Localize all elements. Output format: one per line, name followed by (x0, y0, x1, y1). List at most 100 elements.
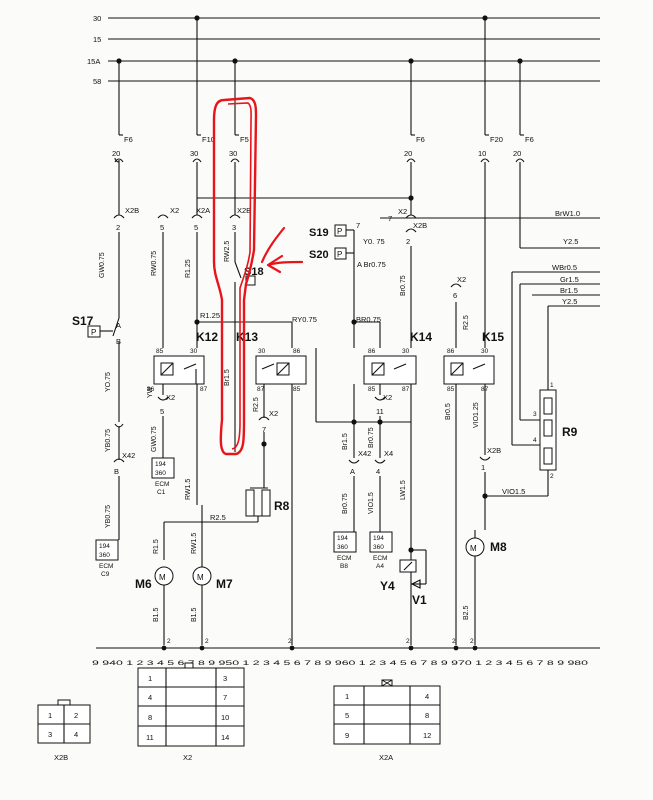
connector-pin: 4 (376, 467, 380, 476)
connector-label: X42 (122, 451, 135, 460)
rail-15-label: 15 (93, 35, 101, 44)
relay-pin: 86 (368, 348, 376, 355)
plug-pin: 9 (345, 731, 349, 740)
fuse-f6-c-rating: 20 (513, 149, 521, 158)
plug-pin: 1 (48, 711, 52, 720)
plug-x2b: 1 2 3 4 X2B (37, 699, 91, 762)
plug-pin: 10 (221, 713, 229, 722)
wire-label: GW0.75 (99, 252, 106, 278)
switch-p: P (337, 227, 342, 236)
connector-pin: 5 (194, 223, 198, 232)
wire-label: Br1.5 (342, 433, 349, 450)
wire-label: Br0.75 (342, 493, 349, 514)
wire-label: Gr1.5 (560, 275, 579, 284)
connector-label: X2 (269, 409, 278, 418)
relay-pin: 85 (368, 386, 376, 393)
plug-pin: 1 (345, 692, 349, 701)
fuse-f6-b-label: F6 (416, 135, 425, 144)
ecm-a4-box (369, 531, 393, 553)
r8-label: R8 (274, 499, 290, 513)
plug-pin: 8 (425, 711, 429, 720)
wire-label: A Br0.75 (357, 260, 386, 269)
connector-label: X2 (383, 393, 392, 402)
relay-pin: 87 (257, 386, 265, 393)
r9-label: R9 (562, 425, 578, 439)
connector-pin: 3 (232, 223, 236, 232)
fuses: F6 20 F10 30 F5 30 F6 20 F20 10 F6 20 (112, 18, 600, 348)
wire-label: RW0.75 (151, 251, 158, 276)
plug-label: X2 (183, 753, 192, 762)
plug-pin: 8 (148, 713, 152, 722)
top-branch-wires: BrW1.0 Y2.5 (197, 195, 600, 246)
ground-pin: 2 (288, 638, 292, 645)
wire-label: Y0. 75 (363, 237, 385, 246)
k13-label: K13 (236, 330, 258, 344)
ground-pin: 2 (470, 638, 474, 645)
annotation-loop (212, 96, 258, 456)
connector-pin: 6 (453, 291, 457, 300)
ecm-b8-top: 194 (337, 535, 348, 542)
relay-pin: 86 (447, 348, 455, 355)
k14-label: K14 (410, 330, 432, 344)
plug-pin: 3 (48, 730, 52, 739)
relay-pin: 86 (147, 386, 155, 393)
plug-pin: 14 (221, 733, 229, 742)
r9-wires: WBr0.5 Gr1.5 Br1.5 Y2.5 (511, 263, 600, 446)
wire-label: VIO1.25 (473, 402, 480, 428)
connector-label: X4 (384, 449, 393, 458)
motor-m7-glyph: M (197, 573, 204, 582)
wire-label: B1.5 (153, 607, 160, 622)
ground-scale: 9 940 1 2 3 4 5 6 7 8 9 950 1 2 3 4 5 6 … (92, 660, 589, 667)
connector-pin: 11 (376, 407, 384, 416)
switches: S17 P A B YO.75 S18 S19 P 7 Y0. 75 S20 P… (72, 221, 386, 422)
fuse-f5-label: F5 (240, 135, 249, 144)
connector-label: X2 (170, 206, 179, 215)
plug-pin: 2 (74, 711, 78, 720)
connectors-top: X2B 2 X2 5 X2A 5 X2B 3 X2 7 X2B 2 X2 6 (113, 206, 466, 300)
switch-p: P (91, 328, 96, 337)
fuse-f20-label: F20 (490, 135, 503, 144)
relay-pin: 87 (200, 386, 208, 393)
ecm-c9-mid: 360 (99, 552, 110, 559)
connector-pin: B (114, 467, 119, 476)
plug-pin: 4 (425, 692, 429, 701)
ecm-a4-mid: 360 (373, 544, 384, 551)
ecm-a4-name: ECM (373, 555, 387, 562)
plug-pin: 11 (146, 733, 154, 742)
wire-label: YB0.75 (105, 429, 112, 452)
fuse-f5-rating: 30 (229, 149, 237, 158)
ecm-b8-mid: 360 (337, 544, 348, 551)
annotation-loop (227, 102, 252, 450)
ecm-a4-pin: A4 (376, 563, 384, 570)
y4-v1: Y4 V1 (380, 547, 427, 607)
relay-pin: 86 (293, 348, 301, 355)
wire-label: R2.5 (210, 513, 226, 522)
wire-label: VIO1.5 (502, 487, 525, 496)
relays: K12 85 30 86 87 K13 30 86 87 85 K14 86 3… (147, 330, 504, 393)
ecm-c9-name: ECM (99, 563, 113, 570)
motor-m8-glyph: M (470, 544, 477, 553)
m8-label: M8 (490, 540, 507, 554)
wire-label: RW1.5 (185, 479, 192, 500)
plug-pin: 4 (148, 693, 152, 702)
connector-pin: 7 (262, 425, 266, 434)
m7-label: M7 (216, 577, 233, 591)
wire-label: YB0.75 (105, 505, 112, 528)
connector-label: X2B (125, 206, 139, 215)
ecm-c1-pin: C1 (157, 489, 166, 496)
connector-pin: 5 (160, 407, 164, 416)
switch-pin: 7 (356, 221, 360, 230)
switch-pin-b: B (116, 337, 121, 346)
ecm-c1-box (151, 457, 175, 479)
ecm-c9-pin: C9 (101, 571, 110, 578)
wire-label: YO.75 (105, 372, 112, 392)
wire-label: Br0.5 (445, 403, 452, 420)
wire-label: YW (147, 386, 154, 398)
wire-label: RY0.75 (292, 315, 317, 324)
ecm-b8-pin: B8 (340, 563, 348, 570)
connector-pin: 2 (116, 223, 120, 232)
plug-pin: 7 (223, 693, 227, 702)
ground-pin: 2 (406, 638, 410, 645)
s20-label: S20 (309, 249, 329, 261)
fuse-f20-rating: 10 (478, 149, 486, 158)
